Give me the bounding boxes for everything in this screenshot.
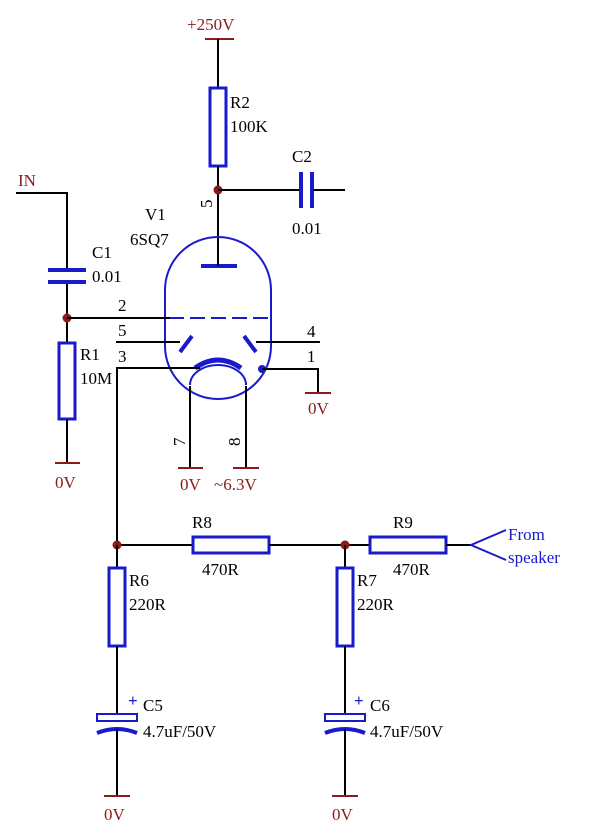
capacitor-c2: C2 0.01 — [218, 147, 345, 238]
tube-value: 6SQ7 — [130, 230, 169, 249]
c6-ref: C6 — [370, 696, 390, 715]
ground-r1: 0V — [55, 462, 80, 492]
pin-2: 2 — [118, 296, 127, 315]
r2-ref: R2 — [230, 93, 250, 112]
r9-value: 470R — [393, 560, 431, 579]
ground-label-c6: 0V — [332, 805, 354, 824]
tube-ref: V1 — [145, 205, 166, 224]
pin-5-diode: 5 — [118, 321, 127, 340]
c1-value: 0.01 — [92, 267, 122, 286]
pin-8: 8 — [225, 438, 244, 447]
resistor-r1: R1 10M — [57, 341, 112, 421]
speaker-label-line1: From — [508, 525, 545, 544]
c5-value: 4.7uF/50V — [143, 722, 217, 741]
r7-value: 220R — [357, 595, 395, 614]
c5-ref: C5 — [143, 696, 163, 715]
input-terminal: IN — [16, 171, 68, 268]
r9-ref: R9 — [393, 513, 413, 532]
r6-value: 220R — [129, 595, 167, 614]
ground-pin1: 0V — [305, 392, 331, 418]
ground-label-pin1: 0V — [308, 399, 330, 418]
r6-ref: R6 — [129, 571, 149, 590]
pin-3: 3 — [118, 347, 127, 366]
resistor-r9: R9 470R — [368, 513, 448, 579]
pin-7: 7 — [170, 437, 189, 446]
r2-value: 100K — [230, 117, 269, 136]
ground-label-r1: 0V — [55, 473, 77, 492]
c1-ref: C1 — [92, 243, 112, 262]
r8-ref: R8 — [192, 513, 212, 532]
heater-supply-label: ~6.3V — [214, 475, 257, 494]
resistor-r7: R7 220R — [335, 566, 395, 648]
resistor-r8: R8 470R — [191, 513, 271, 579]
capacitor-c6: + C6 4.7uF/50V — [324, 691, 444, 741]
c6-value: 4.7uF/50V — [370, 722, 444, 741]
c2-ref: C2 — [292, 147, 312, 166]
input-label: IN — [18, 171, 36, 190]
ground-c5: 0V — [104, 795, 130, 824]
capacitor-c5: + C5 4.7uF/50V — [96, 691, 217, 741]
resistor-r2: R2 100K — [208, 86, 269, 168]
pin-5-plate: 5 — [197, 200, 216, 209]
supply-250v: +250V — [187, 15, 235, 88]
pin-4: 4 — [307, 322, 316, 341]
ground-c6: 0V — [332, 795, 358, 824]
resistor-r6: R6 220R — [107, 566, 167, 648]
c6-polarity: + — [354, 691, 364, 710]
c5-polarity: + — [128, 691, 138, 710]
r1-value: 10M — [80, 369, 112, 388]
r1-ref: R1 — [80, 345, 100, 364]
capacitor-c1: C1 0.01 — [48, 243, 122, 286]
c2-value: 0.01 — [292, 219, 322, 238]
speaker-label-line2: speaker — [508, 548, 560, 567]
pin-1: 1 — [307, 347, 316, 366]
ground-label-c5: 0V — [104, 805, 126, 824]
r7-ref: R7 — [357, 571, 377, 590]
heater-ground-label: 0V — [180, 475, 202, 494]
speaker-input-arrow: From speaker — [468, 525, 560, 567]
tube-v1: V1 6SQ7 — [130, 205, 272, 400]
heater-terminals: 0V ~6.3V — [178, 467, 259, 494]
supply-label: +250V — [187, 15, 235, 34]
r8-value: 470R — [202, 560, 240, 579]
